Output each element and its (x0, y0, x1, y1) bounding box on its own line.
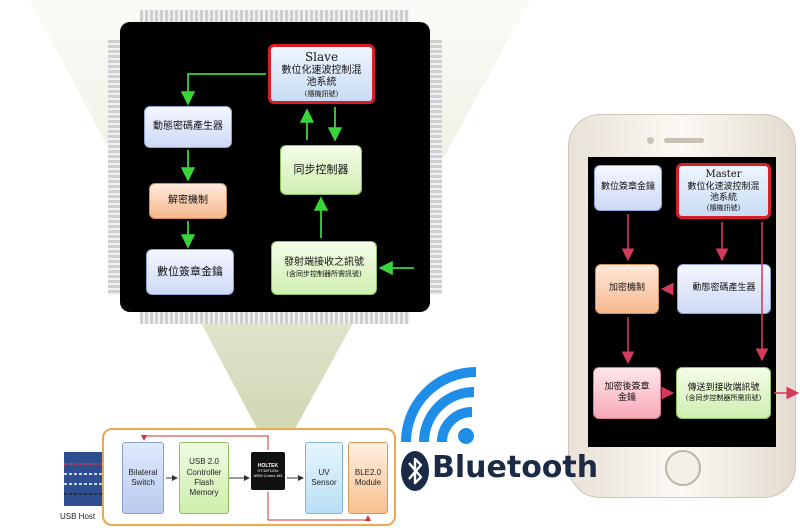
master-line2: 數位化速波控制混 (687, 181, 760, 192)
usb-label3: Flash (194, 478, 214, 487)
send-signal-block: 傳送到接收端訊號 (含同步控制器所需訊號) (676, 367, 771, 419)
phone-digital-key-label: 數位簽章金鑰 (600, 182, 655, 193)
bluetooth-icon (401, 451, 429, 491)
speaker-icon (664, 138, 704, 143)
bilateral-label2: Switch (131, 478, 155, 487)
decrypt-label: 解密機制 (168, 194, 208, 206)
chip-pins-left (108, 40, 122, 295)
usb-label4: Memory (189, 488, 219, 498)
digital-key-label: 數位簽章金鑰 (157, 265, 223, 279)
usb-host-connector (64, 452, 108, 506)
dynamic-code-generator-block: 動態密碼產生器 (144, 106, 232, 148)
digital-key-block: 數位簽章金鑰 (146, 249, 234, 295)
chip-pins-top (140, 10, 410, 24)
usb-lines (64, 463, 108, 495)
master-line3: 池系統 (709, 192, 737, 203)
decrypt-block: 解密機制 (149, 183, 227, 219)
mcu-core: ARM Cortex-M3 (253, 473, 283, 478)
slave-line4: (隨機訊號) (304, 89, 339, 98)
master-line4: (隨機訊號) (706, 204, 741, 213)
slave-system-block: Slave 數位化速波控制混 池系統 (隨機訊號) (268, 44, 375, 104)
transmit-signal-sublabel: (含同步控制器所需訊號) (286, 269, 362, 278)
slave-line3: 池系統 (306, 77, 337, 89)
encrypted-key-label2: 金鑰 (617, 393, 636, 403)
sync-controller-label: 同步控制器 (293, 163, 349, 177)
uv-label2: Sensor (311, 478, 337, 487)
chip-pins-bottom (140, 310, 410, 324)
slave-line2: 數位化速波控制混 (281, 64, 362, 76)
encrypted-key-block: 加密後簽章 金鑰 (593, 367, 661, 419)
phone-dynamic-code-block: 動態密碼產生器 (677, 264, 771, 314)
mcu-model: HT32F125x (257, 468, 279, 474)
master-title: Master (705, 169, 742, 181)
ble-label1: BLE2.0 (354, 467, 382, 477)
sync-controller-block: 同步控制器 (280, 145, 362, 195)
encrypt-block: 加密機制 (595, 264, 659, 314)
chip-pins-right (428, 40, 442, 295)
master-system-block: Master 數位化速波控制混 池系統 (隨機訊號) (676, 163, 771, 219)
usb-host-label: USB Host (60, 512, 96, 521)
bilateral-switch-block: Bilateral Switch (122, 442, 164, 514)
transmit-signal-block: 發射端接收之訊號 (含同步控制器所需訊號) (271, 241, 377, 295)
dynamic-code-label: 動態密碼產生器 (153, 120, 223, 132)
ble-module-block: BLE2.0 Module (348, 442, 388, 514)
uv-label1: UV (318, 467, 330, 477)
wifi-signal-icon (401, 367, 477, 444)
slave-title: Slave (304, 49, 339, 64)
mcu-chip: HOLTEK HT32F125x ARM Cortex-M3 (251, 452, 285, 490)
send-signal-label: 傳送到接收端訊號 (687, 383, 760, 393)
camera-icon (647, 137, 654, 144)
mcu-brand: HOLTEK (257, 463, 279, 470)
send-signal-sublabel: (含同步控制器所需訊號) (685, 394, 762, 403)
uv-sensor-block: UV Sensor (305, 442, 343, 514)
usb-label1: USB 2.0 (189, 457, 219, 467)
phone-dynamic-code-label: 動態密碼產生器 (692, 283, 756, 294)
encrypt-label: 加密機制 (608, 283, 645, 294)
encrypted-key-label: 加密後簽章 (604, 381, 650, 392)
bilateral-label: Bilateral (128, 467, 158, 477)
transmit-signal-label: 發射端接收之訊號 (284, 257, 364, 269)
home-button[interactable] (665, 450, 701, 486)
usb-label2: Controller (186, 467, 222, 477)
ble-label2: Module (354, 478, 382, 487)
bluetooth-wordmark: Bluetooth (432, 450, 599, 485)
usb-controller-block: USB 2.0 Controller Flash Memory (179, 442, 229, 514)
phone-digital-key-block: 數位簽章金鑰 (594, 165, 662, 211)
